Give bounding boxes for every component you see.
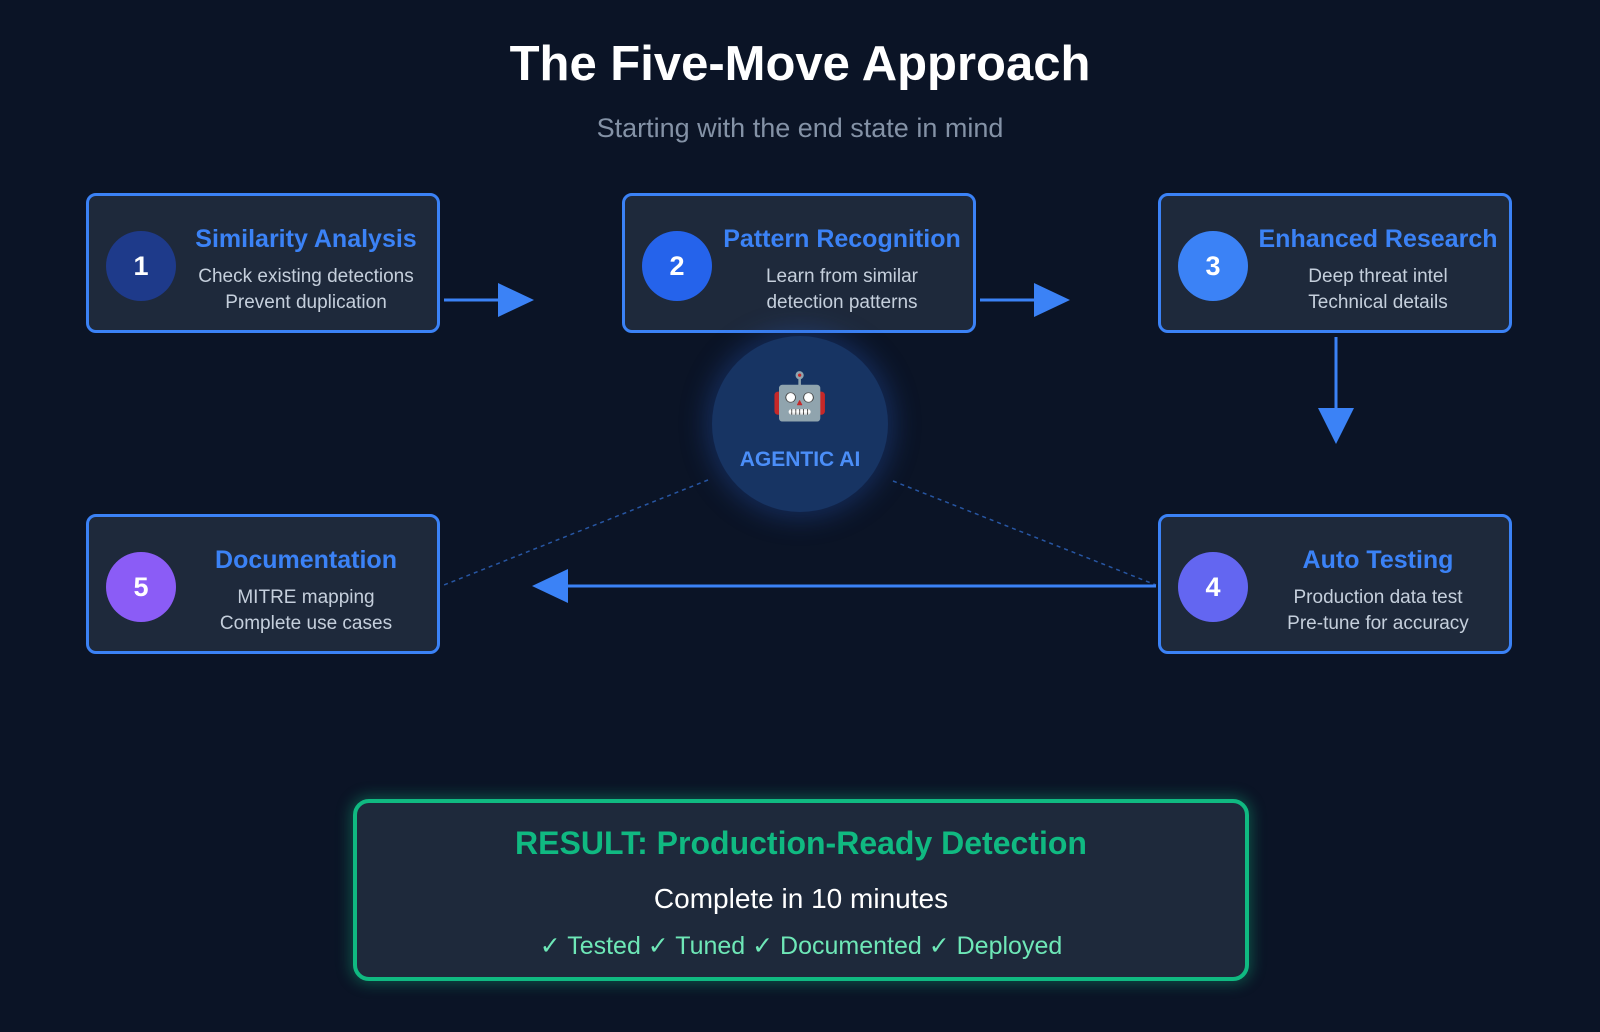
step-4-card: 4 Auto Testing Production data test Pre-… [1158,514,1512,654]
step-4-description-line1: Production data test [1293,587,1463,608]
step-5-number-badge: 5 [106,552,176,622]
step-3-description-line2: Technical details [1308,292,1448,313]
diagram-subtitle: Starting with the end state in mind [596,113,1004,143]
step-5-description-line1: MITRE mapping [237,587,375,608]
step-2-description-line2: detection patterns [766,292,918,313]
step-1-number-badge: 1 [106,231,176,301]
result-box: RESULT: Production-Ready Detection Compl… [353,799,1249,981]
step-4-title: Auto Testing [1302,546,1454,574]
step-3-number-badge: 3 [1178,231,1248,301]
step-1-description-line2: Prevent duplication [225,292,387,313]
step-2-number-badge: 2 [642,231,712,301]
step-2-title: Pattern Recognition [723,225,961,253]
arrow-step1-to-step2 [444,283,534,317]
step-2-description-line1: Learn from similar [765,266,919,287]
step-4-number-badge: 4 [1178,552,1248,622]
step-3-description-line1: Deep threat intel [1308,266,1448,287]
agentic-ai-hub: 🤖 AGENTIC AI [712,336,888,512]
hub-link-step-4 [892,480,1157,586]
arrow-step2-to-step3 [980,283,1070,317]
step-5-description-line2: Complete use cases [219,613,393,634]
robot-icon: 🤖 [771,370,829,422]
step-5-card: 5 Documentation MITRE mapping Complete u… [86,514,440,654]
step-1-title: Similarity Analysis [195,225,417,253]
hub-link-step-5 [443,479,709,586]
result-subtitle: Complete in 10 minutes [653,883,949,914]
result-title: RESULT: Production-Ready Detection [515,825,1087,861]
diagram-title: The Five-Move Approach [509,37,1091,91]
step-3-card: 3 Enhanced Research Deep threat intel Te… [1158,193,1512,333]
step-4-description-line2: Pre-tune for accuracy [1287,613,1469,634]
step-5-title: Documentation [215,546,397,574]
arrow-step4-to-step5 [532,569,1156,603]
step-2-card: 2 Pattern Recognition Learn from similar… [622,193,976,333]
result-checklist: ✓ Tested ✓ Tuned ✓ Documented ✓ Deployed [539,932,1063,960]
agentic-ai-label: AGENTIC AI [739,448,861,471]
step-1-card: 1 Similarity Analysis Check existing det… [86,193,440,333]
step-3-title: Enhanced Research [1258,225,1498,253]
arrow-step3-to-step4 [1318,337,1354,444]
step-1-description-line1: Check existing detections [198,266,414,287]
